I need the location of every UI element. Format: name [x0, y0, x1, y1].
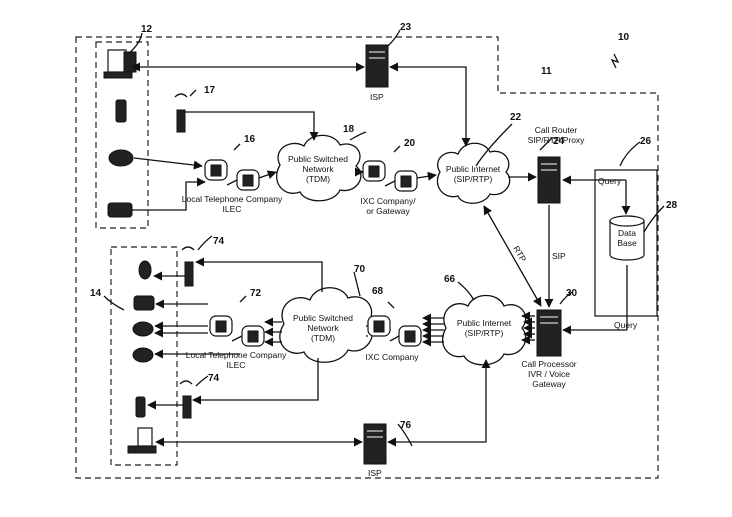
- ref-16: 16: [244, 134, 256, 145]
- isp-top-server-icon: [365, 44, 389, 88]
- arrow-20-icon: [393, 145, 401, 153]
- pstn-bottom-label-2: Network: [307, 323, 339, 333]
- processor-label-2: IVR / Voice: [528, 369, 570, 379]
- pstn-bottom-label-3: (TDM): [311, 333, 335, 343]
- query-bottom-label: Query: [614, 320, 638, 330]
- ref-74-a: 74: [213, 236, 225, 247]
- leader-lines: [103, 29, 665, 447]
- ref-18: 18: [343, 124, 355, 135]
- internet-top-label-2: (SIP/RTP): [454, 174, 493, 184]
- internet-bottom-label-2: (SIP/RTP): [465, 328, 504, 338]
- figure-squiggle: [610, 53, 620, 69]
- fax-top-icon: [107, 202, 133, 218]
- ref-14: 14: [90, 288, 102, 299]
- desk-phone-top-icon: [108, 149, 134, 167]
- query-top-label: Query: [598, 176, 622, 186]
- ilec-top-label-2: ILEC: [223, 204, 242, 214]
- computer-top-icon: [103, 49, 137, 79]
- internet-top-label-1: Public Internet: [446, 164, 501, 174]
- ilec-bottom-exchange-icon: [209, 315, 265, 347]
- database-label-1: Data: [618, 228, 636, 238]
- ref-28: 28: [666, 200, 678, 211]
- ilec-top-label-1: Local Telephone Company: [182, 194, 283, 204]
- subscriber-group-bottom: [110, 246, 178, 466]
- system-boundary: [75, 36, 659, 479]
- ref-74-b: 74: [208, 373, 220, 384]
- arrow-72-icon: [239, 295, 247, 303]
- fax-bottom-icon: [133, 295, 155, 311]
- processor-label-1: Call Processor: [521, 359, 576, 369]
- ref-30: 30: [566, 288, 578, 299]
- call-processor-server-icon: [536, 309, 562, 357]
- pstn-top-cloud: [276, 134, 362, 202]
- ref-17: 17: [204, 85, 216, 96]
- pstn-top-label-2: Network: [302, 164, 334, 174]
- isp-bottom-server-icon: [363, 423, 387, 465]
- pstn-top-label-3: (TDM): [306, 174, 330, 184]
- ref-76: 76: [400, 420, 412, 431]
- ref-20: 20: [404, 138, 416, 149]
- ref-72: 72: [250, 288, 262, 299]
- subscriber-group-top: [95, 41, 149, 229]
- router-label-1: Call Router: [535, 125, 578, 135]
- ref-23: 23: [400, 22, 412, 33]
- ixc-bottom-label: IXC Company: [366, 352, 420, 362]
- desk-phone-bottom-2-icon: [132, 347, 154, 363]
- cellphone-top-icon: [115, 99, 127, 123]
- ref-24: 24: [553, 136, 565, 147]
- pstn-top-label-1: Public Switched: [288, 154, 348, 164]
- ilec-top-exchange-icon: [204, 159, 260, 191]
- rtp-label: RTP: [511, 244, 528, 264]
- arrow-17-icon: [189, 89, 197, 97]
- antenna-top-icon: [174, 93, 188, 133]
- sip-label: SIP: [552, 251, 566, 261]
- ilec-bottom-label-1: Local Telephone Company: [186, 350, 287, 360]
- ref-22: 22: [510, 112, 522, 123]
- cellphone-bottom-2-icon: [135, 396, 146, 418]
- cellphone-bottom-icon: [138, 260, 152, 280]
- ixc-top-exchange-icon: [362, 160, 418, 192]
- isp-bottom-label: ISP: [368, 468, 382, 478]
- ixc-bottom-exchange-icon: [367, 315, 422, 347]
- ref-10: 10: [618, 32, 630, 43]
- database-label-2: Base: [617, 238, 637, 248]
- ref-26: 26: [640, 136, 652, 147]
- desk-phone-bottom-1-icon: [132, 321, 154, 337]
- internet-bottom-label-1: Public Internet: [457, 318, 512, 328]
- ref-66: 66: [444, 274, 456, 285]
- ref-68: 68: [372, 286, 384, 297]
- internet-top-cloud: [436, 142, 511, 204]
- ref-12: 12: [141, 24, 153, 35]
- ixc-top-label-1: IXC Company/: [360, 196, 416, 206]
- call-router-server-icon: [537, 156, 561, 204]
- computer-bottom-icon: [127, 427, 157, 454]
- pstn-bottom-label-1: Public Switched: [293, 313, 353, 323]
- arrow-68-icon: [387, 301, 395, 309]
- antenna-bottom-2-icon: [179, 380, 193, 419]
- router-label-2: SIP/RTP Proxy: [528, 135, 586, 145]
- antenna-bottom-1-icon: [181, 246, 195, 287]
- ref-70: 70: [354, 264, 366, 275]
- connections-top: [131, 62, 631, 308]
- internet-bottom-cloud: [441, 294, 527, 366]
- isp-top-label: ISP: [370, 92, 384, 102]
- processor-label-3: Gateway: [532, 379, 566, 389]
- ref-11: 11: [541, 66, 552, 77]
- ixc-top-label-2: or Gateway: [366, 206, 410, 216]
- database-icon: [609, 215, 645, 261]
- ilec-bottom-label-2: ILEC: [227, 360, 246, 370]
- arrow-16-icon: [233, 143, 241, 151]
- connections-bottom: [147, 257, 628, 447]
